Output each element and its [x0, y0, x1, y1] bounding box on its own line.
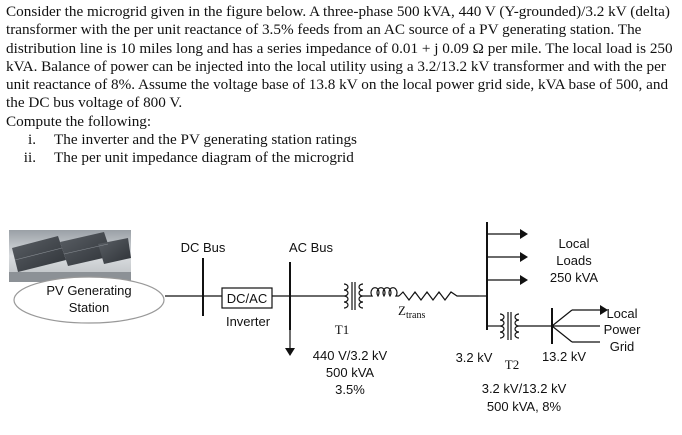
- t1-transformer-symbol: [343, 282, 364, 310]
- local-loads-label-3: 250 kVA: [550, 270, 599, 285]
- pv-panel-photo: [9, 230, 131, 282]
- t1-label: T1: [335, 322, 349, 337]
- t2-transformer-symbol: [499, 312, 520, 340]
- t2-rating: 500 kVA, 8%: [487, 399, 562, 414]
- ac-bus-label: AC Bus: [289, 240, 334, 255]
- dc-bus-label: DC Bus: [181, 240, 226, 255]
- question-item: ii. The per unit impedance diagram of th…: [6, 149, 678, 167]
- problem-paragraph: Consider the microgrid given in the figu…: [6, 3, 673, 112]
- t2-voltage: 3.2 kV/13.2 kV: [482, 381, 567, 396]
- pv-station-label-1: PV Generating: [46, 283, 131, 298]
- microgrid-diagram: PV Generating Station DC Bus AC Bus DC/A…: [9, 222, 642, 414]
- v-32-label: 3.2 kV: [456, 350, 493, 365]
- problem-statement: Consider the microgrid given in the figu…: [6, 3, 678, 168]
- question-text: The per unit impedance diagram of the mi…: [54, 149, 354, 167]
- compute-intro: Compute the following:: [6, 112, 152, 130]
- question-number: i.: [27, 131, 36, 149]
- inverter-box: [221, 287, 273, 309]
- local-loads-label-2: Loads: [556, 253, 592, 268]
- line-resistor: [398, 291, 479, 301]
- t1-rating: 500 kVA: [326, 365, 375, 380]
- question-text: The inverter and the PV generating stati…: [54, 131, 357, 149]
- pv-station-ellipse: [13, 276, 165, 324]
- z-trans-label: Ztrans: [398, 303, 426, 321]
- t1-reactance: 3.5%: [335, 382, 365, 397]
- load-arrow: [520, 252, 528, 262]
- v-132-label: 13.2 kV: [542, 349, 586, 364]
- inverter-label: Inverter: [226, 314, 271, 329]
- grid-label-2: Power: [604, 322, 642, 337]
- t2-label: T2: [505, 357, 519, 372]
- grid-label-1: Local: [606, 306, 637, 321]
- question-item: i. The inverter and the PV generating st…: [6, 131, 678, 149]
- grid-branch-up: [551, 309, 573, 327]
- grid-arrow: [600, 305, 608, 315]
- grid-branch-down: [551, 325, 573, 343]
- inverter-box-label: DC/AC: [227, 291, 267, 306]
- pv-station-label-2: Station: [69, 300, 109, 315]
- line-inductor: [363, 287, 399, 298]
- load-arrow: [520, 275, 528, 285]
- question-list: i. The inverter and the PV generating st…: [6, 131, 678, 168]
- t1-voltage: 440 V/3.2 kV: [313, 348, 388, 363]
- local-loads-label-1: Local: [558, 236, 589, 251]
- grid-label-3: Grid: [610, 339, 635, 354]
- question-number: ii.: [23, 149, 36, 167]
- load-arrow: [520, 229, 528, 239]
- microgrid-figure: PV Generating Station DC Bus AC Bus DC/A…: [0, 222, 682, 435]
- ac-bus-arrow: [285, 348, 295, 356]
